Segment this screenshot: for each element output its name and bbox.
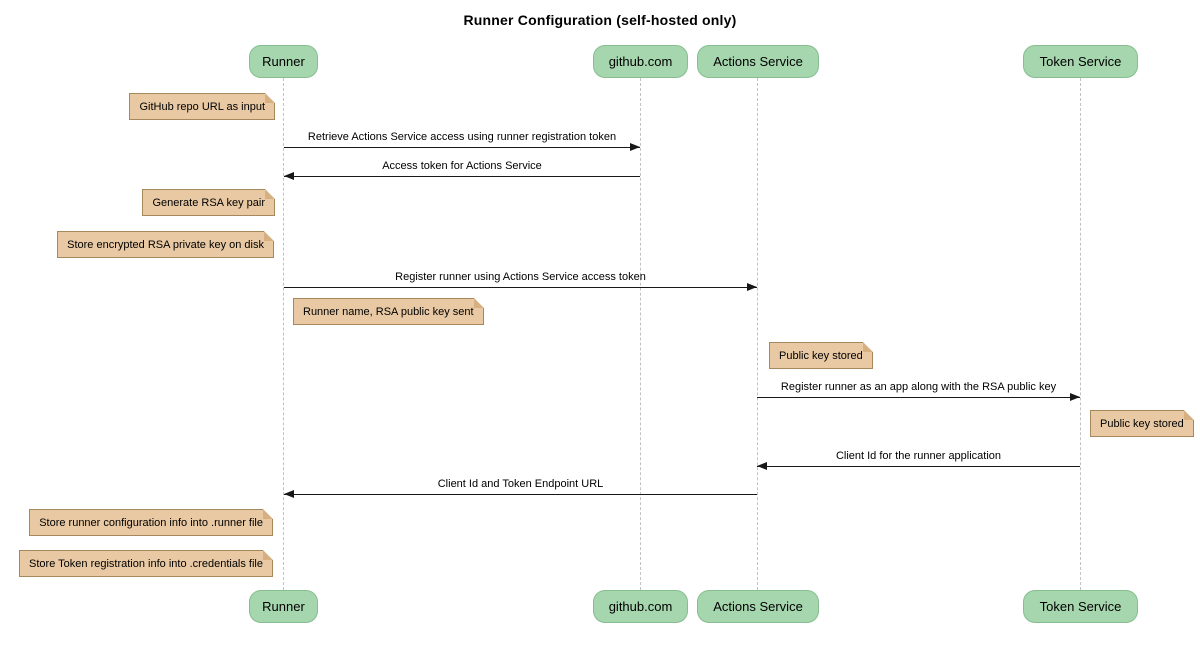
arrowhead-left-icon xyxy=(757,462,767,470)
arrowhead-left-icon xyxy=(284,490,294,498)
participant-label: Runner xyxy=(262,54,305,69)
arrowhead-right-icon xyxy=(747,283,757,291)
participant-label: Actions Service xyxy=(713,599,803,614)
participant-label: Runner xyxy=(262,599,305,614)
note-github-repo-url: GitHub repo URL as input xyxy=(129,93,275,120)
message-line xyxy=(284,147,640,148)
note-runner-name-sent: Runner name, RSA public key sent xyxy=(293,298,484,325)
participant-actions-service-top: Actions Service xyxy=(697,45,819,78)
participant-label: Token Service xyxy=(1039,54,1122,69)
message-line xyxy=(284,287,757,288)
message-line xyxy=(284,176,640,177)
participant-label: github.com xyxy=(608,54,673,69)
participant-runner-top: Runner xyxy=(249,45,318,78)
arrowhead-right-icon xyxy=(630,143,640,151)
lifeline-runner xyxy=(283,78,284,590)
message-label-client-id: Client Id for the runner application xyxy=(835,450,1002,462)
participant-github-com-bottom: github.com xyxy=(593,590,688,623)
participant-token-service-bottom: Token Service xyxy=(1023,590,1138,623)
message-label-access-token: Access token for Actions Service xyxy=(382,160,542,172)
note-generate-rsa-key: Generate RSA key pair xyxy=(142,189,275,216)
lifeline-actions-service xyxy=(757,78,758,590)
message-label-register-runner: Register runner using Actions Service ac… xyxy=(395,271,646,283)
message-label-client-id-endpoint: Client Id and Token Endpoint URL xyxy=(437,478,604,490)
arrowhead-left-icon xyxy=(284,172,294,180)
participant-token-service-top: Token Service xyxy=(1023,45,1138,78)
note-public-key-stored-token: Public key stored xyxy=(1090,410,1194,437)
diagram-title: Runner Configuration (self-hosted only) xyxy=(463,12,737,28)
message-label-register-app: Register runner as an app along with the… xyxy=(780,381,1057,393)
participant-label: Actions Service xyxy=(713,54,803,69)
message-line xyxy=(757,466,1080,467)
note-store-runner-file: Store runner configuration info into .ru… xyxy=(29,509,273,536)
message-line xyxy=(284,494,757,495)
participant-label: github.com xyxy=(608,599,673,614)
note-store-credentials-file: Store Token registration info into .cred… xyxy=(19,550,273,577)
participant-runner-bottom: Runner xyxy=(249,590,318,623)
arrowhead-right-icon xyxy=(1070,393,1080,401)
participant-github-com-top: github.com xyxy=(593,45,688,78)
lifeline-github-com xyxy=(640,78,641,590)
lifeline-token-service xyxy=(1080,78,1081,590)
participant-label: Token Service xyxy=(1039,599,1122,614)
note-public-key-stored-actions: Public key stored xyxy=(769,342,873,369)
message-line xyxy=(757,397,1080,398)
participant-actions-service-bottom: Actions Service xyxy=(697,590,819,623)
message-label-retrieve-access: Retrieve Actions Service access using ru… xyxy=(307,131,617,143)
note-store-private-key: Store encrypted RSA private key on disk xyxy=(57,231,274,258)
